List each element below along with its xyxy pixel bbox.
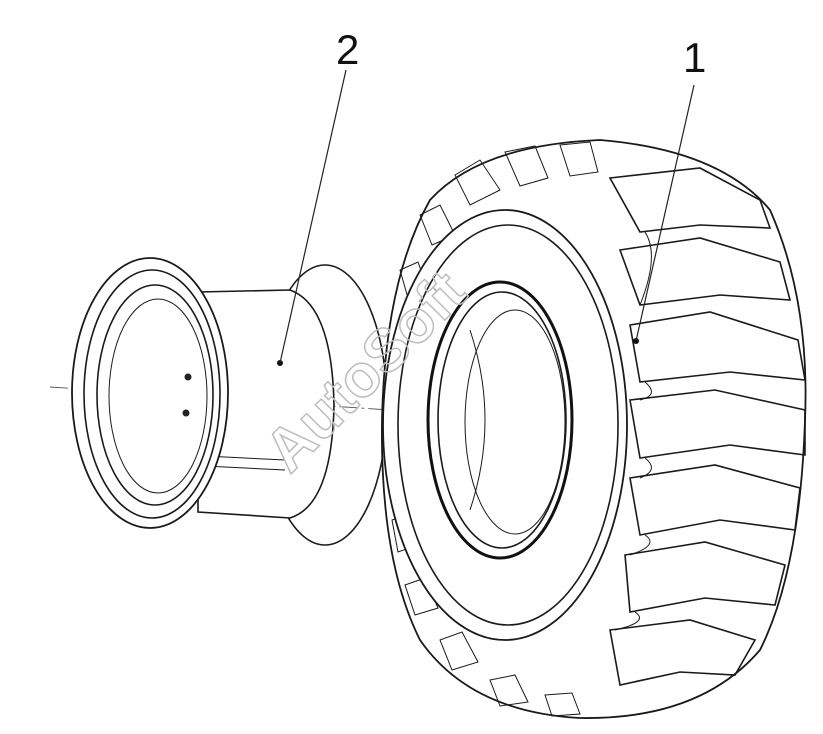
rim-inner-opening: [108, 298, 208, 494]
tire-bead-inner: [437, 291, 567, 549]
rim-valve-hole-1: [184, 373, 192, 381]
rim-barrel: [197, 289, 335, 519]
tire-sidewall-ring: [397, 224, 619, 626]
rim-leader-line: [279, 69, 347, 364]
tire-leader-line: [635, 84, 695, 342]
rim-flange-ring-3: [96, 284, 214, 506]
tire-inner-bore: [464, 309, 566, 535]
tire-assembly: [381, 139, 807, 719]
rim-assembly: [71, 257, 388, 546]
rim-outer-flange: [71, 257, 229, 529]
tire-sidewall: [382, 209, 628, 641]
tire-inner-shading: [469, 329, 486, 511]
rim-flange-ring-2: [83, 269, 221, 519]
rim-valve-hole-2: [182, 409, 190, 417]
tire-callout-number: 1: [683, 34, 706, 81]
rim-valve-line-2: [204, 465, 286, 471]
tire-bead: [426, 280, 574, 560]
rim-callout-number: 2: [336, 26, 359, 73]
